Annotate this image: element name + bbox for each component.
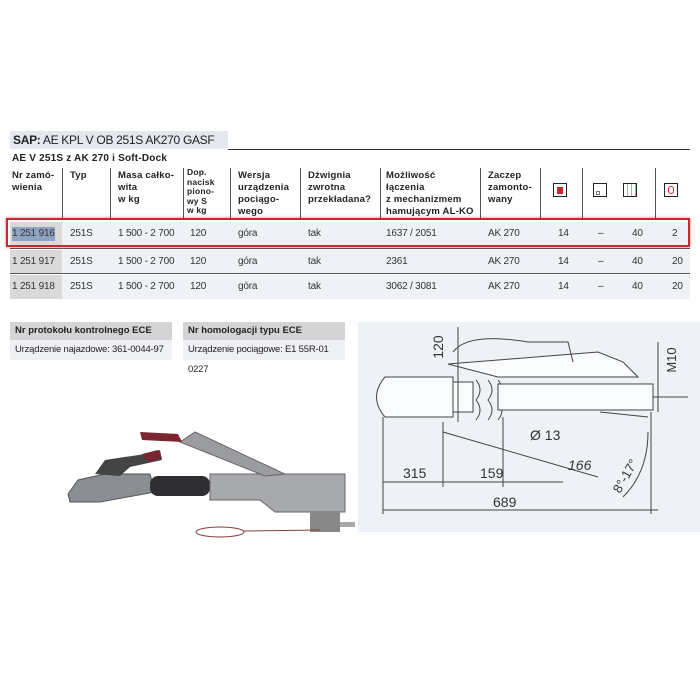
table-cell: 20	[672, 256, 683, 267]
table-cell: 1 500 - 2 700	[118, 281, 175, 292]
svg-text:8°-17°: 8°-17°	[610, 456, 641, 495]
watch-icon	[664, 183, 678, 197]
table-cell[interactable]: 1 251 917	[12, 256, 55, 267]
divider	[480, 168, 481, 218]
header-order-no: Nr zamó-wienia	[12, 170, 55, 193]
divider	[380, 168, 381, 218]
table-row[interactable]: 1 251 917 251S 1 500 - 2 700 120 góra tak 2361…	[10, 250, 690, 274]
header-type: Typ	[70, 170, 87, 181]
divider	[300, 168, 301, 218]
table-cell: –	[598, 228, 604, 239]
table-cell: 120	[190, 228, 207, 239]
table-cell: 1 500 - 2 700	[118, 228, 175, 239]
table-cell: góra	[238, 256, 258, 267]
ece-homologation-text: Urządzenie pociągowe: E1 55R-01 0227	[188, 344, 329, 375]
divider	[62, 168, 63, 218]
table-cell: 20	[672, 281, 683, 292]
ece-protocol-text: Urządzenie najazdowe: 361-0044-97	[15, 344, 164, 355]
svg-text:166: 166	[568, 457, 592, 473]
table-cell: 251S	[70, 256, 93, 267]
divider	[540, 168, 541, 218]
ece-protocol-title: Nr protokołu kontrolnego ECE	[10, 322, 172, 340]
table-cell: 14	[558, 281, 569, 292]
table-subtitle: AE V 251S z AK 270 i Soft-Dock	[12, 153, 168, 164]
table-row[interactable]: 1 251 916 251S 1 500 - 2 700 120 góra tak 1637…	[10, 222, 690, 246]
table-cell: 120	[190, 281, 207, 292]
table-cell: –	[598, 256, 604, 267]
product-photo	[60, 412, 360, 542]
table-cell: –	[598, 281, 604, 292]
divider	[582, 168, 583, 218]
divider	[230, 168, 231, 218]
table-cell: 14	[558, 256, 569, 267]
divider	[228, 149, 690, 150]
svg-text:Ø 13: Ø 13	[530, 427, 561, 443]
selected-row-highlight	[6, 218, 690, 247]
table-cell: góra	[238, 281, 258, 292]
divider	[110, 168, 111, 218]
ece-protocol-box: Nr protokołu kontrolnego ECE Urządzenie …	[10, 322, 172, 360]
table-cell: 40	[632, 228, 643, 239]
table-cell: AK 270	[488, 281, 520, 292]
table-cell: 14	[558, 228, 569, 239]
technical-drawing: 120 M10 Ø 13 166 315 159 689 8°-17°	[358, 322, 700, 532]
order-cell-bg	[10, 275, 62, 299]
table-cell[interactable]: 1 251 916	[12, 227, 55, 241]
svg-text:M10: M10	[664, 347, 679, 372]
table-cell: 2	[672, 228, 678, 239]
table-row[interactable]: 1 251 918 251S 1 500 - 2 700 120 góra tak 3062…	[10, 275, 690, 299]
table-cell: tak	[308, 281, 321, 292]
divider	[183, 168, 184, 218]
table-cell: AK 270	[488, 228, 520, 239]
table-cell: AK 270	[488, 256, 520, 267]
order-cell-bg	[10, 250, 62, 274]
divider	[10, 273, 690, 274]
divider	[655, 168, 656, 218]
table-cell[interactable]: 1 251 918	[12, 281, 55, 292]
table-cell: 40	[632, 281, 643, 292]
svg-text:689: 689	[493, 494, 517, 510]
ece-homologation-box: Nr homologacji typu ECE Urządzenie pocią…	[183, 322, 345, 375]
svg-text:120: 120	[430, 335, 446, 359]
table-cell: tak	[308, 228, 321, 239]
table-cell: 3062 / 3081	[386, 281, 437, 292]
table-cell: 1 500 - 2 700	[118, 256, 175, 267]
table-cell: 251S	[70, 281, 93, 292]
grid-pallet-icon	[623, 183, 637, 197]
table-cell: 251S	[70, 228, 93, 239]
sap-title: SAP: AE KPL V OB 251S AK270 GASF	[10, 131, 228, 149]
svg-text:159: 159	[480, 465, 504, 481]
svg-text:315: 315	[403, 465, 427, 481]
table-cell: 120	[190, 256, 207, 267]
pallet-icon	[593, 183, 607, 197]
sap-label: SAP:	[13, 133, 41, 147]
sap-value: AE KPL V OB 251S AK270 GASF	[42, 133, 215, 147]
table-cell: 40	[632, 256, 643, 267]
package-weight-icon	[553, 183, 567, 197]
divider	[10, 248, 690, 249]
table-cell: 2361	[386, 256, 408, 267]
ece-homologation-title: Nr homologacji typu ECE	[183, 322, 345, 340]
table-cell: góra	[238, 228, 258, 239]
table-cell: tak	[308, 256, 321, 267]
table-cell: 1637 / 2051	[386, 228, 437, 239]
